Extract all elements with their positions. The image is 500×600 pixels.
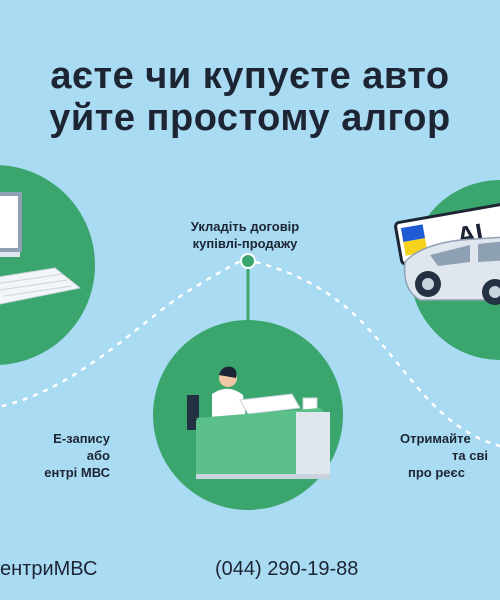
step-right-label: Отримайте та сві про реєс	[400, 430, 500, 481]
step-center-line-1: Укладіть договір	[190, 219, 300, 234]
center-marker-dot	[240, 253, 256, 269]
headline-line-1: аєте чи купуєте авто	[50, 55, 450, 97]
desk-illustration	[153, 320, 343, 510]
step-left-line-1: Е-запису	[53, 431, 110, 446]
computer-illustration	[0, 165, 95, 365]
step-right-line-2: та сві	[452, 448, 489, 463]
step-center-label: Укладіть договір купівлі-продажу	[150, 218, 340, 252]
headline-line-2: уйте простому алгор	[49, 97, 451, 139]
car-illustration: AI	[394, 180, 500, 360]
step-left-line-3: ентрі МВС	[44, 465, 110, 480]
step-left-line-2: або	[86, 448, 110, 463]
step-center-line-2: купівлі-продажу	[192, 236, 298, 251]
step-right-line-3: про реєс	[408, 465, 465, 480]
footer-service-name: ентриМВС	[0, 558, 98, 580]
step-left-label: Е-запису або ентрі МВС	[0, 430, 110, 481]
footer-phone: (044) 290-19-88	[215, 558, 359, 580]
step-right-line-1: Отримайте	[400, 431, 471, 446]
